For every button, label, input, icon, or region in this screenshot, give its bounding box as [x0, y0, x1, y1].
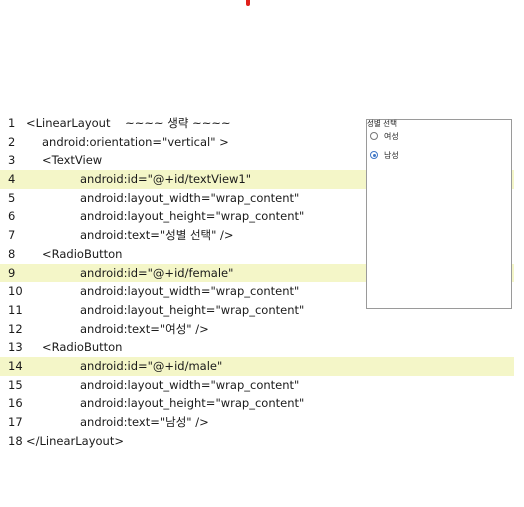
line-text: <TextView: [42, 153, 103, 168]
line-text: <LinearLayout ~~~~ 생략 ~~~~: [26, 116, 231, 130]
line-text: <RadioButton: [42, 340, 123, 355]
line-text: android:layout_width="wrap_content": [80, 377, 300, 392]
line-text: android:text="성별 선택" />: [80, 228, 234, 243]
radio-male[interactable]: 남성: [370, 149, 399, 161]
line-number: 18: [8, 433, 23, 448]
line-text: android:orientation="vertical" >: [42, 134, 229, 149]
code-line: 17 android:text="남성" />: [0, 413, 524, 432]
line-number: 15: [8, 377, 23, 392]
code-line: 18 </LinearLayout>: [0, 432, 524, 451]
line-number: 14: [8, 358, 23, 373]
red-marker: [246, 0, 250, 6]
code-line: 3 <TextView: [0, 151, 524, 170]
line-number: 7: [8, 228, 16, 243]
line-text: android:layout_height="wrap_content": [80, 209, 305, 224]
line-number: 8: [8, 246, 16, 261]
line-text: android:text="남성" />: [80, 415, 209, 429]
line-text: android:text="여성" />: [80, 321, 209, 336]
code-line: 5 android:layout_width="wrap_content": [0, 189, 524, 208]
line-text: android:id="@+id/male": [80, 358, 223, 373]
layout-preview: 성별 선택 여성 남성: [366, 119, 512, 309]
line-number: 2: [8, 134, 16, 149]
code-line: 2 android:orientation="vertical" >: [0, 133, 524, 152]
code-line-highlighted: 14 android:id="@+id/male": [0, 356, 514, 376]
code-line: 16 android:layout_height="wrap_content": [0, 394, 524, 413]
radio-female[interactable]: 여성: [370, 130, 399, 142]
line-text: android:id="@+id/female": [80, 265, 234, 280]
code-line: 10 android:layout_width="wrap_content": [0, 282, 524, 301]
line-number: 3: [8, 153, 16, 168]
preview-title: 성별 선택: [367, 119, 397, 128]
line-text: android:layout_height="wrap_content": [80, 396, 305, 411]
code-line: 7 android:text="성별 선택" />: [0, 226, 524, 245]
code-line: 15 android:layout_width="wrap_content": [0, 376, 524, 395]
line-number: 6: [8, 209, 16, 224]
line-text: android:id="@+id/textView1": [80, 172, 252, 187]
code-line: 12 android:text="여성" />: [0, 320, 524, 339]
line-number: 1: [8, 116, 16, 130]
radio-checked-icon: [370, 151, 378, 159]
line-text: <RadioButton: [42, 246, 123, 261]
line-number: 10: [8, 284, 23, 299]
line-text: </LinearLayout>: [26, 433, 124, 448]
code-line: 6 android:layout_height="wrap_content": [0, 207, 524, 226]
line-number: 4: [8, 172, 16, 187]
line-number: 17: [8, 415, 23, 429]
line-number: 12: [8, 321, 23, 336]
line-number: 16: [8, 396, 23, 411]
line-text: android:layout_height="wrap_content": [80, 302, 305, 317]
radio-unchecked-icon: [370, 132, 378, 140]
code-line: 11 android:layout_height="wrap_content": [0, 301, 524, 320]
line-text: android:layout_width="wrap_content": [80, 190, 300, 205]
code-line: 1 <LinearLayout ~~~~ 생략 ~~~~: [0, 114, 524, 133]
code-line: 13 <RadioButton: [0, 338, 524, 357]
radio-label-male: 남성: [384, 150, 399, 160]
line-number: 13: [8, 340, 23, 355]
line-number: 5: [8, 190, 16, 205]
code-line: 8 <RadioButton: [0, 245, 524, 264]
line-number: 11: [8, 302, 23, 317]
radio-label-female: 여성: [384, 131, 399, 141]
line-text: android:layout_width="wrap_content": [80, 284, 300, 299]
line-number: 9: [8, 265, 16, 280]
